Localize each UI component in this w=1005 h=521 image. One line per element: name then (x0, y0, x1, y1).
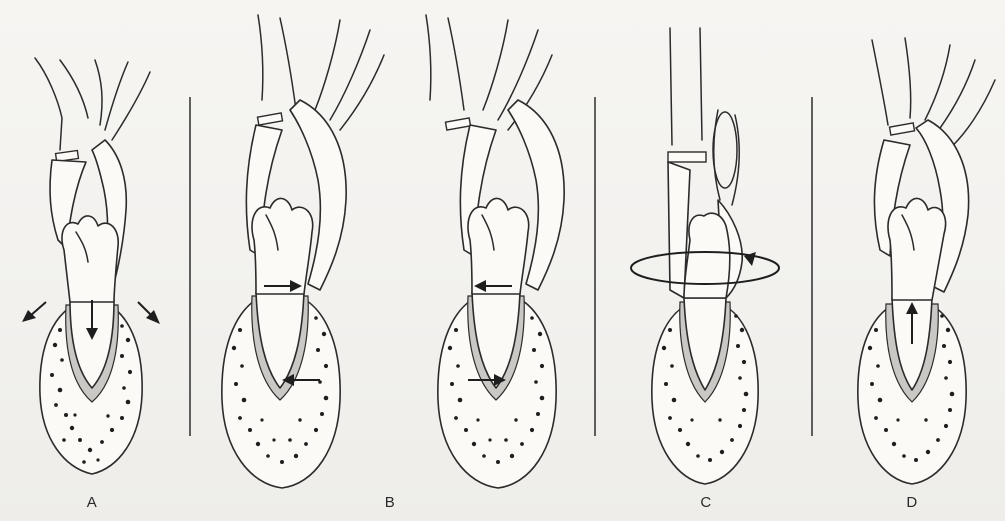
arrow-left-down-icon (22, 302, 46, 322)
panel-label-d: D (906, 494, 917, 511)
panel-c-illustration (631, 28, 779, 484)
panel-d-illustration (858, 38, 995, 484)
panel-label-b: B (385, 494, 396, 511)
panel-b-illustration-2 (426, 15, 564, 488)
panel-b-illustration-1 (222, 15, 384, 488)
arrow-right-down-icon (138, 302, 160, 324)
panel-a-illustration (22, 58, 160, 474)
panel-label-a: A (87, 494, 98, 511)
panel-label-c: C (700, 494, 711, 511)
